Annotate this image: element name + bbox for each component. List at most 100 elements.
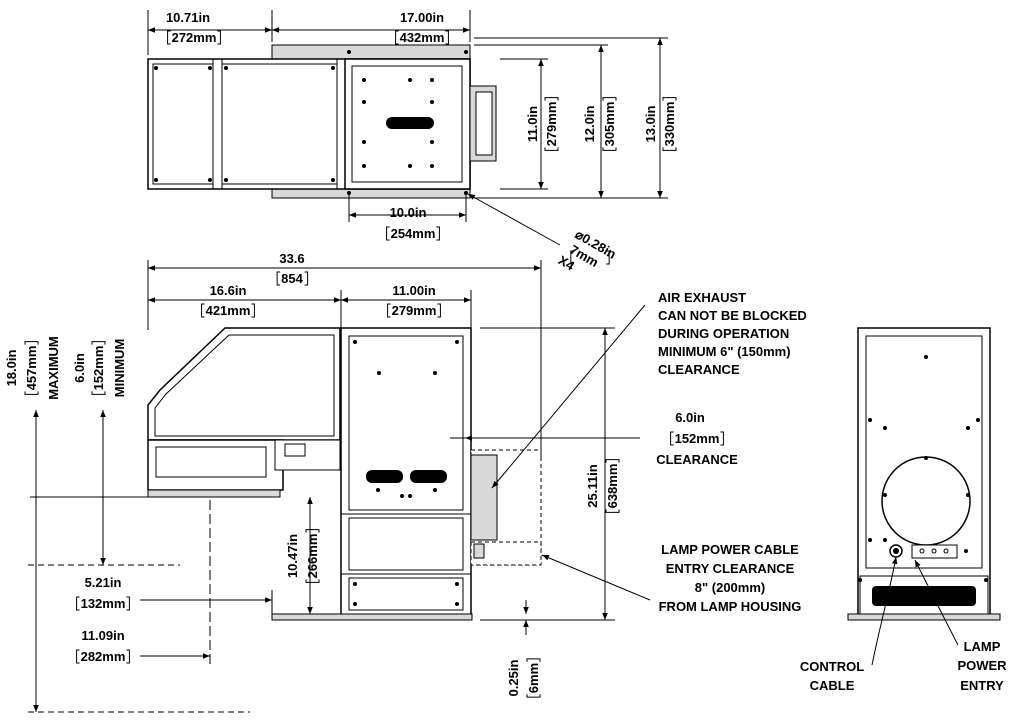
mm-bracket bbox=[76, 596, 80, 611]
mm-bracket bbox=[305, 529, 320, 533]
mm-brackets bbox=[24, 30, 724, 698]
note-lamp-power: POWER bbox=[957, 658, 1007, 673]
note-control-cable: CONTROL bbox=[800, 659, 864, 674]
mm-bracket bbox=[662, 97, 677, 101]
mm-bracket bbox=[436, 226, 440, 241]
mm-bracket bbox=[605, 509, 620, 513]
dim-max-height-in: 18.0in bbox=[4, 350, 19, 387]
note-lamp-power: ENTRY bbox=[960, 678, 1004, 693]
mm-bracket bbox=[167, 30, 171, 45]
dim-max-height-mm: 457mm bbox=[24, 346, 39, 391]
dim-right-section-mm: 279mm bbox=[392, 303, 437, 318]
mm-bracket bbox=[251, 303, 255, 318]
mm-bracket bbox=[201, 303, 205, 318]
dim-left-section-mm: 421mm bbox=[206, 303, 251, 318]
mm-bracket bbox=[662, 147, 677, 151]
note-control-cable: CABLE bbox=[810, 678, 855, 693]
mm-bracket bbox=[602, 97, 617, 101]
note-line: MINIMUM 6" (150mm) bbox=[658, 344, 791, 359]
mm-bracket bbox=[437, 303, 441, 318]
top-view-dimension-text: 10.71in 272mm 17.00in 432mm 11.0in 279mm… bbox=[166, 10, 677, 274]
note-line: ENTRY CLEARANCE bbox=[666, 561, 795, 576]
mm-bracket bbox=[24, 341, 39, 345]
air-exhaust-note: AIR EXHAUST CAN NOT BE BLOCKED DURING OP… bbox=[658, 290, 807, 377]
note-line: CLEARANCE bbox=[658, 362, 740, 377]
dim-025-in: 0.25in bbox=[506, 660, 521, 697]
mm-bracket bbox=[720, 431, 724, 446]
mm-bracket bbox=[91, 391, 106, 395]
lamp-cable-note: LAMP POWER CABLE ENTRY CLEARANCE 8" (200… bbox=[659, 542, 802, 614]
dim-plate-in: 10.0in bbox=[390, 205, 427, 220]
mm-bracket bbox=[606, 250, 610, 265]
dim-h11-in: 11.0in bbox=[525, 106, 540, 142]
mm-bracket bbox=[570, 250, 574, 265]
dim-h12-mm: 305mm bbox=[602, 102, 617, 147]
mm-bracket bbox=[544, 147, 559, 151]
dim-1109-in: 11.09in bbox=[81, 628, 124, 643]
dim-1047-in: 10.47in bbox=[285, 534, 300, 578]
mm-bracket bbox=[526, 694, 541, 698]
dim-clearance-in: 6.0in bbox=[675, 410, 705, 425]
mm-bracket bbox=[76, 649, 80, 664]
dim-min-height-mm: 152mm bbox=[91, 346, 106, 391]
note-line: FROM LAMP HOUSING bbox=[659, 599, 802, 614]
front-view bbox=[847, 327, 1001, 621]
dim-overall-mm: 854 bbox=[281, 271, 303, 286]
front-view-callouts bbox=[871, 556, 959, 666]
dim-overall-in: 33.6 bbox=[279, 251, 304, 266]
mm-bracket bbox=[126, 649, 130, 664]
note-line: DURING OPERATION bbox=[658, 326, 789, 341]
mm-bracket bbox=[602, 147, 617, 151]
mm-bracket bbox=[526, 658, 541, 662]
dim-right-section-in: 11.00in bbox=[392, 283, 435, 298]
dim-width2-mm: 432mm bbox=[400, 30, 445, 45]
dim-width2-in: 17.00in bbox=[400, 10, 444, 25]
mm-bracket bbox=[304, 271, 309, 286]
dim-h13-mm: 330mm bbox=[662, 102, 677, 147]
mm-bracket bbox=[386, 226, 390, 241]
dim-width1-mm: 272mm bbox=[172, 30, 217, 45]
dim-min-height-in: 6.0in bbox=[72, 353, 87, 383]
side-view-dimensions bbox=[28, 260, 651, 713]
side-view-dimension-text: 33.6 854 16.6in 421mm 11.00in 279mm 18.0… bbox=[4, 251, 738, 696]
top-view bbox=[147, 44, 497, 199]
note-lamp-power: LAMP bbox=[964, 639, 1001, 654]
mm-bracket bbox=[445, 30, 449, 45]
front-view-callout-text: CONTROL CABLE LAMP POWER ENTRY bbox=[800, 639, 1007, 693]
mm-bracket bbox=[217, 30, 221, 45]
note-line: 8" (200mm) bbox=[695, 580, 765, 595]
mm-bracket bbox=[91, 341, 106, 345]
top-view-dimensions bbox=[147, 10, 668, 246]
dim-1047-mm: 266mm bbox=[305, 534, 320, 579]
dim-clearance-mm: 152mm bbox=[675, 431, 720, 446]
mm-bracket bbox=[24, 391, 39, 395]
side-view bbox=[147, 327, 542, 621]
mm-bracket bbox=[305, 579, 320, 583]
dim-clearance-label: CLEARANCE bbox=[656, 452, 738, 467]
dim-hole-qty: X4 bbox=[556, 252, 578, 273]
dim-521-mm: 132mm bbox=[81, 596, 126, 611]
dim-025-mm: 6mm bbox=[526, 663, 541, 693]
dim-width1-in: 10.71in bbox=[166, 10, 210, 25]
dim-min-height-label: MINIMUM bbox=[112, 339, 127, 398]
dim-h13-in: 13.0in bbox=[643, 106, 658, 143]
mm-bracket bbox=[544, 97, 559, 101]
dim-521-in: 5.21in bbox=[85, 575, 122, 590]
note-line: AIR EXHAUST bbox=[658, 290, 746, 305]
mm-bracket bbox=[276, 271, 281, 286]
mm-bracket bbox=[605, 459, 620, 463]
dim-2511-in: 25.11in bbox=[585, 464, 600, 507]
note-line: CAN NOT BE BLOCKED bbox=[658, 308, 807, 323]
dim-2511-mm: 638mm bbox=[605, 464, 620, 509]
mm-bracket bbox=[387, 303, 391, 318]
note-line: LAMP POWER CABLE bbox=[661, 542, 799, 557]
dim-max-height-label: MAXIMUM bbox=[46, 336, 61, 400]
mm-bracket bbox=[126, 596, 130, 611]
dim-h11-mm: 279mm bbox=[544, 102, 559, 147]
mm-bracket bbox=[395, 30, 399, 45]
mm-bracket bbox=[670, 431, 674, 446]
dim-plate-mm: 254mm bbox=[391, 226, 436, 241]
dim-1109-mm: 282mm bbox=[81, 649, 126, 664]
dim-h12-in: 12.0in bbox=[582, 106, 597, 143]
